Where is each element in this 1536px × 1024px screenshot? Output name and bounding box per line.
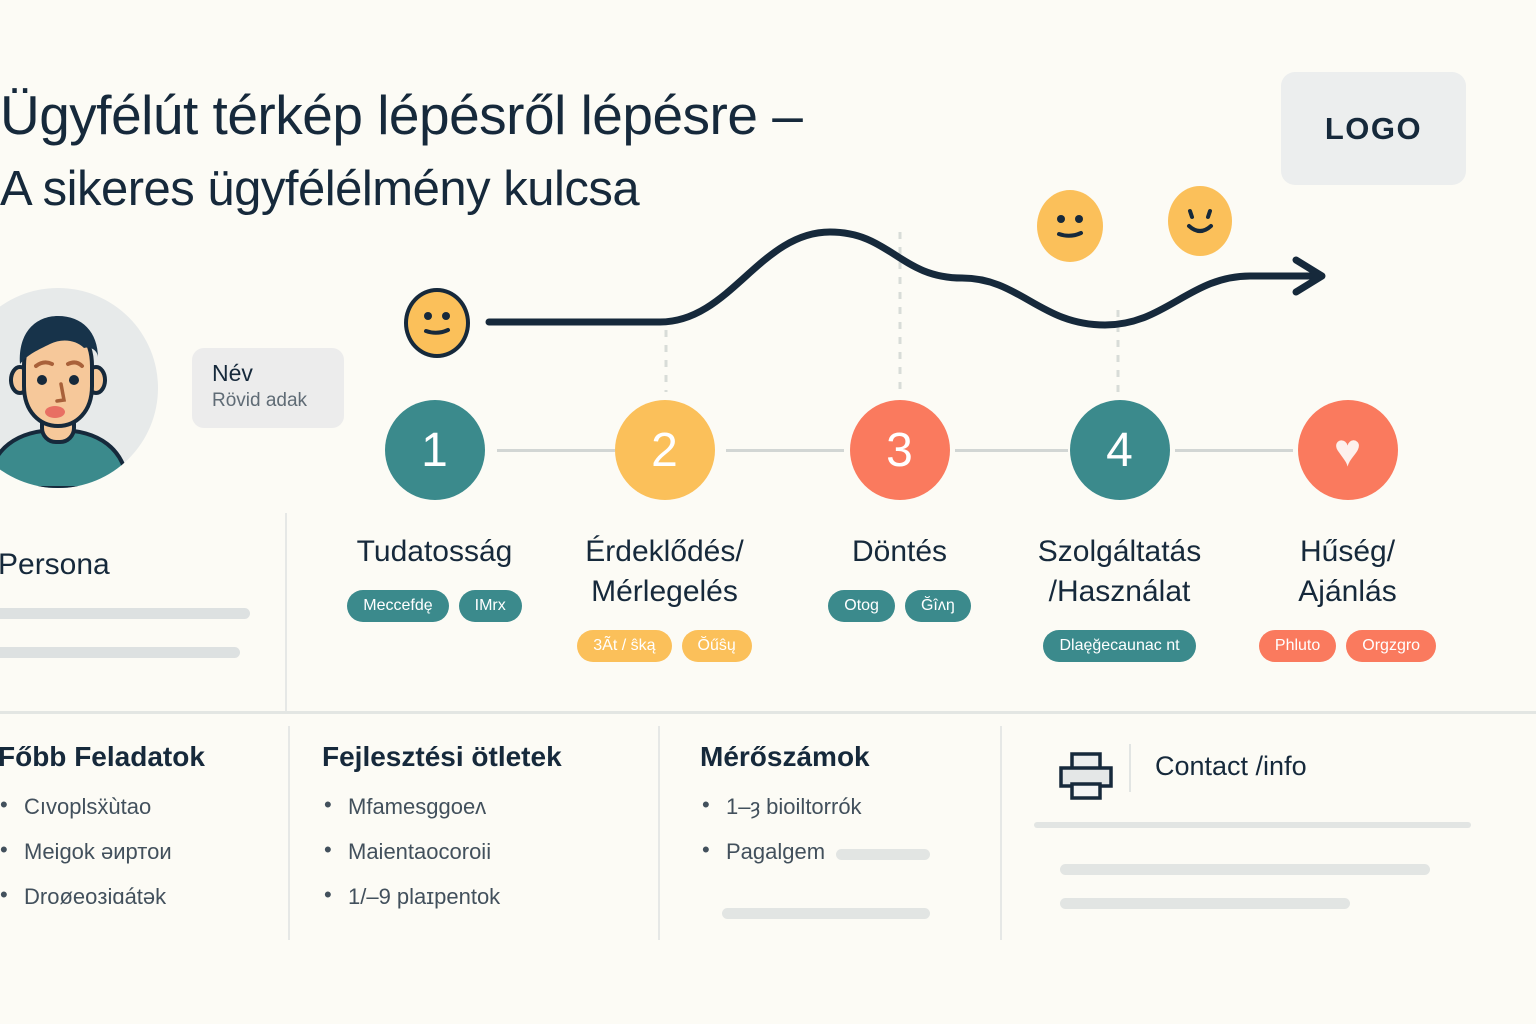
divider-panel-1-2 <box>288 726 290 940</box>
journey-stage-4[interactable]: 4 Szolgáltatás /Használat Dlaęğecaunac n… <box>1012 400 1227 663</box>
contact-placeholder-line-3 <box>1060 898 1350 909</box>
journey-stage-2[interactable]: 2 Érdeklődés/ Mérlegelés 3Ãt / ŝką Ŏűŝų <box>557 400 772 663</box>
metrics-placeholder-line-1 <box>836 849 930 860</box>
contact-separator <box>1129 744 1131 792</box>
list-item: 1–ȝ bioiltorrók <box>700 793 870 819</box>
stage-number-4: 4 <box>1106 423 1133 477</box>
list-item: Cıvoplsẍùtao <box>0 793 205 819</box>
panel-list: 1–ȝ bioiltorrók Paɡalgem <box>700 793 870 864</box>
stage-connector-4-5 <box>1175 449 1293 452</box>
panel-metrics: Mérőszámok 1–ȝ bioiltorrók Paɡalgem <box>700 741 870 885</box>
list-item: 1/–9 plaɪpentok <box>322 883 562 909</box>
emoji-neutral-mid <box>1037 190 1103 262</box>
title-line-primary: Ügyfélút térkép lépésről lépésre – <box>0 84 803 146</box>
stage-label-2: Érdeklődés/ Mérlegelés <box>585 535 744 608</box>
page-title: Ügyfélút térkép lépésről lépésre – A sik… <box>0 88 1040 214</box>
journey-stage-5[interactable]: ♥ Hűség/ Ajánlás Phluto Orgzgro <box>1240 400 1455 663</box>
stage-chip[interactable]: Orgzgro <box>1346 629 1437 663</box>
contact-label: Contact /info <box>1155 751 1307 781</box>
stage-chip[interactable]: Otog <box>828 589 895 623</box>
contact-placeholder-line-2 <box>1060 864 1430 875</box>
stage-label-1: Tudatosság <box>356 535 513 568</box>
stage-label-5: Hűség/ Ajánlás <box>1298 535 1397 608</box>
stage-connector-3-4 <box>955 449 1068 452</box>
persona-placeholder-line-2 <box>0 647 240 658</box>
persona-name-subtitle: Rövid adak <box>212 390 308 412</box>
stage-chip[interactable]: IMrx <box>458 589 522 623</box>
stage-chips-2: 3Ãt / ŝką Ŏűŝų <box>557 629 772 663</box>
stage-badge-1: 1 <box>384 400 485 500</box>
printer-icon[interactable] <box>1055 750 1117 809</box>
stage-chips-3: Otog Ğîʌŋ <box>792 589 1007 623</box>
logo-placeholder[interactable]: LOGO <box>1281 72 1466 185</box>
stage-number-1: 1 <box>421 423 448 477</box>
stage-chip[interactable]: Dlaęğecaunac nt <box>1043 629 1196 663</box>
stage-chip[interactable]: 3Ãt / ŝką <box>577 629 672 663</box>
stage-badge-3: 3 <box>849 400 950 500</box>
panel-title: Fejlesztési ötletek <box>322 741 562 772</box>
divider-persona-journey <box>285 513 287 713</box>
stage-label-3: Döntés <box>851 535 948 568</box>
list-item: Maientaocoroii <box>322 838 562 864</box>
panel-list: Cıvoplsẍùtao Meigok әиртои Droøeoзiɑátək <box>0 793 205 910</box>
curve-arrow-head <box>1292 256 1326 296</box>
stage-badge-5: ♥ <box>1297 400 1398 500</box>
divider-horizontal-main <box>0 711 1536 714</box>
stage-chips-5: Phluto Orgzgro <box>1240 629 1455 663</box>
stage-chips-1: Meccefdę IMrx <box>327 589 542 623</box>
heart-icon: ♥ <box>1333 424 1362 476</box>
list-item: Droøeoзiɑátək <box>0 883 205 909</box>
panel-list: Mfamesggoeʌ Maientaocoroii 1/–9 plaɪpent… <box>322 793 562 910</box>
journey-stage-3[interactable]: 3 Döntés Otog Ğîʌŋ <box>792 400 1007 623</box>
stage-badge-2: 2 <box>614 400 715 500</box>
stage-chip[interactable]: Meccefdę <box>347 589 449 623</box>
panel-title: Főbb Feladatok <box>0 741 205 772</box>
persona-placeholder-line-1 <box>0 608 250 619</box>
panel-title: Mérőszámok <box>700 741 870 772</box>
stage-badge-4: 4 <box>1069 400 1170 500</box>
stage-chip[interactable]: Ŏűŝų <box>681 629 752 663</box>
stage-chip[interactable]: Ğîʌŋ <box>904 589 971 623</box>
list-item: Mfamesggoeʌ <box>322 793 562 819</box>
persona-name-label: Név <box>212 360 253 386</box>
metrics-placeholder-line-2 <box>722 908 930 919</box>
persona-heading: Persona <box>0 548 110 581</box>
stage-number-2: 2 <box>651 423 678 477</box>
stage-label-4: Szolgáltatás /Használat <box>1037 535 1202 608</box>
stage-connector-2-3 <box>726 449 844 452</box>
emoji-neutral-start <box>404 288 470 358</box>
stage-connector-1-2 <box>497 449 615 452</box>
divider-panel-3-contact <box>1000 726 1002 940</box>
persona-name-card[interactable]: Név Rövid adak <box>192 348 344 428</box>
journey-stage-1[interactable]: 1 Tudatosság Meccefdę IMrx <box>327 400 542 623</box>
list-item: Meigok әиртои <box>0 838 205 864</box>
title-line-secondary: A sikeres ügyfélélmény kulcsa <box>0 162 640 216</box>
stage-chip[interactable]: Phluto <box>1258 629 1337 663</box>
emoji-smile-end <box>1168 186 1232 256</box>
contact-placeholder-line-1 <box>1034 822 1471 828</box>
stage-number-3: 3 <box>886 423 913 477</box>
stage-chips-4: Dlaęğecaunac nt <box>1012 629 1227 663</box>
panel-improvement-ideas: Fejlesztési ötletek Mfamesggoeʌ Maientao… <box>322 741 562 930</box>
panel-main-tasks: Főbb Feladatok Cıvoplsẍùtao Meigok әирто… <box>0 741 205 930</box>
list-item: Paɡalgem <box>700 838 870 864</box>
logo-label: LOGO <box>1324 110 1423 146</box>
avatar <box>0 288 158 488</box>
divider-panel-2-3 <box>658 726 660 940</box>
